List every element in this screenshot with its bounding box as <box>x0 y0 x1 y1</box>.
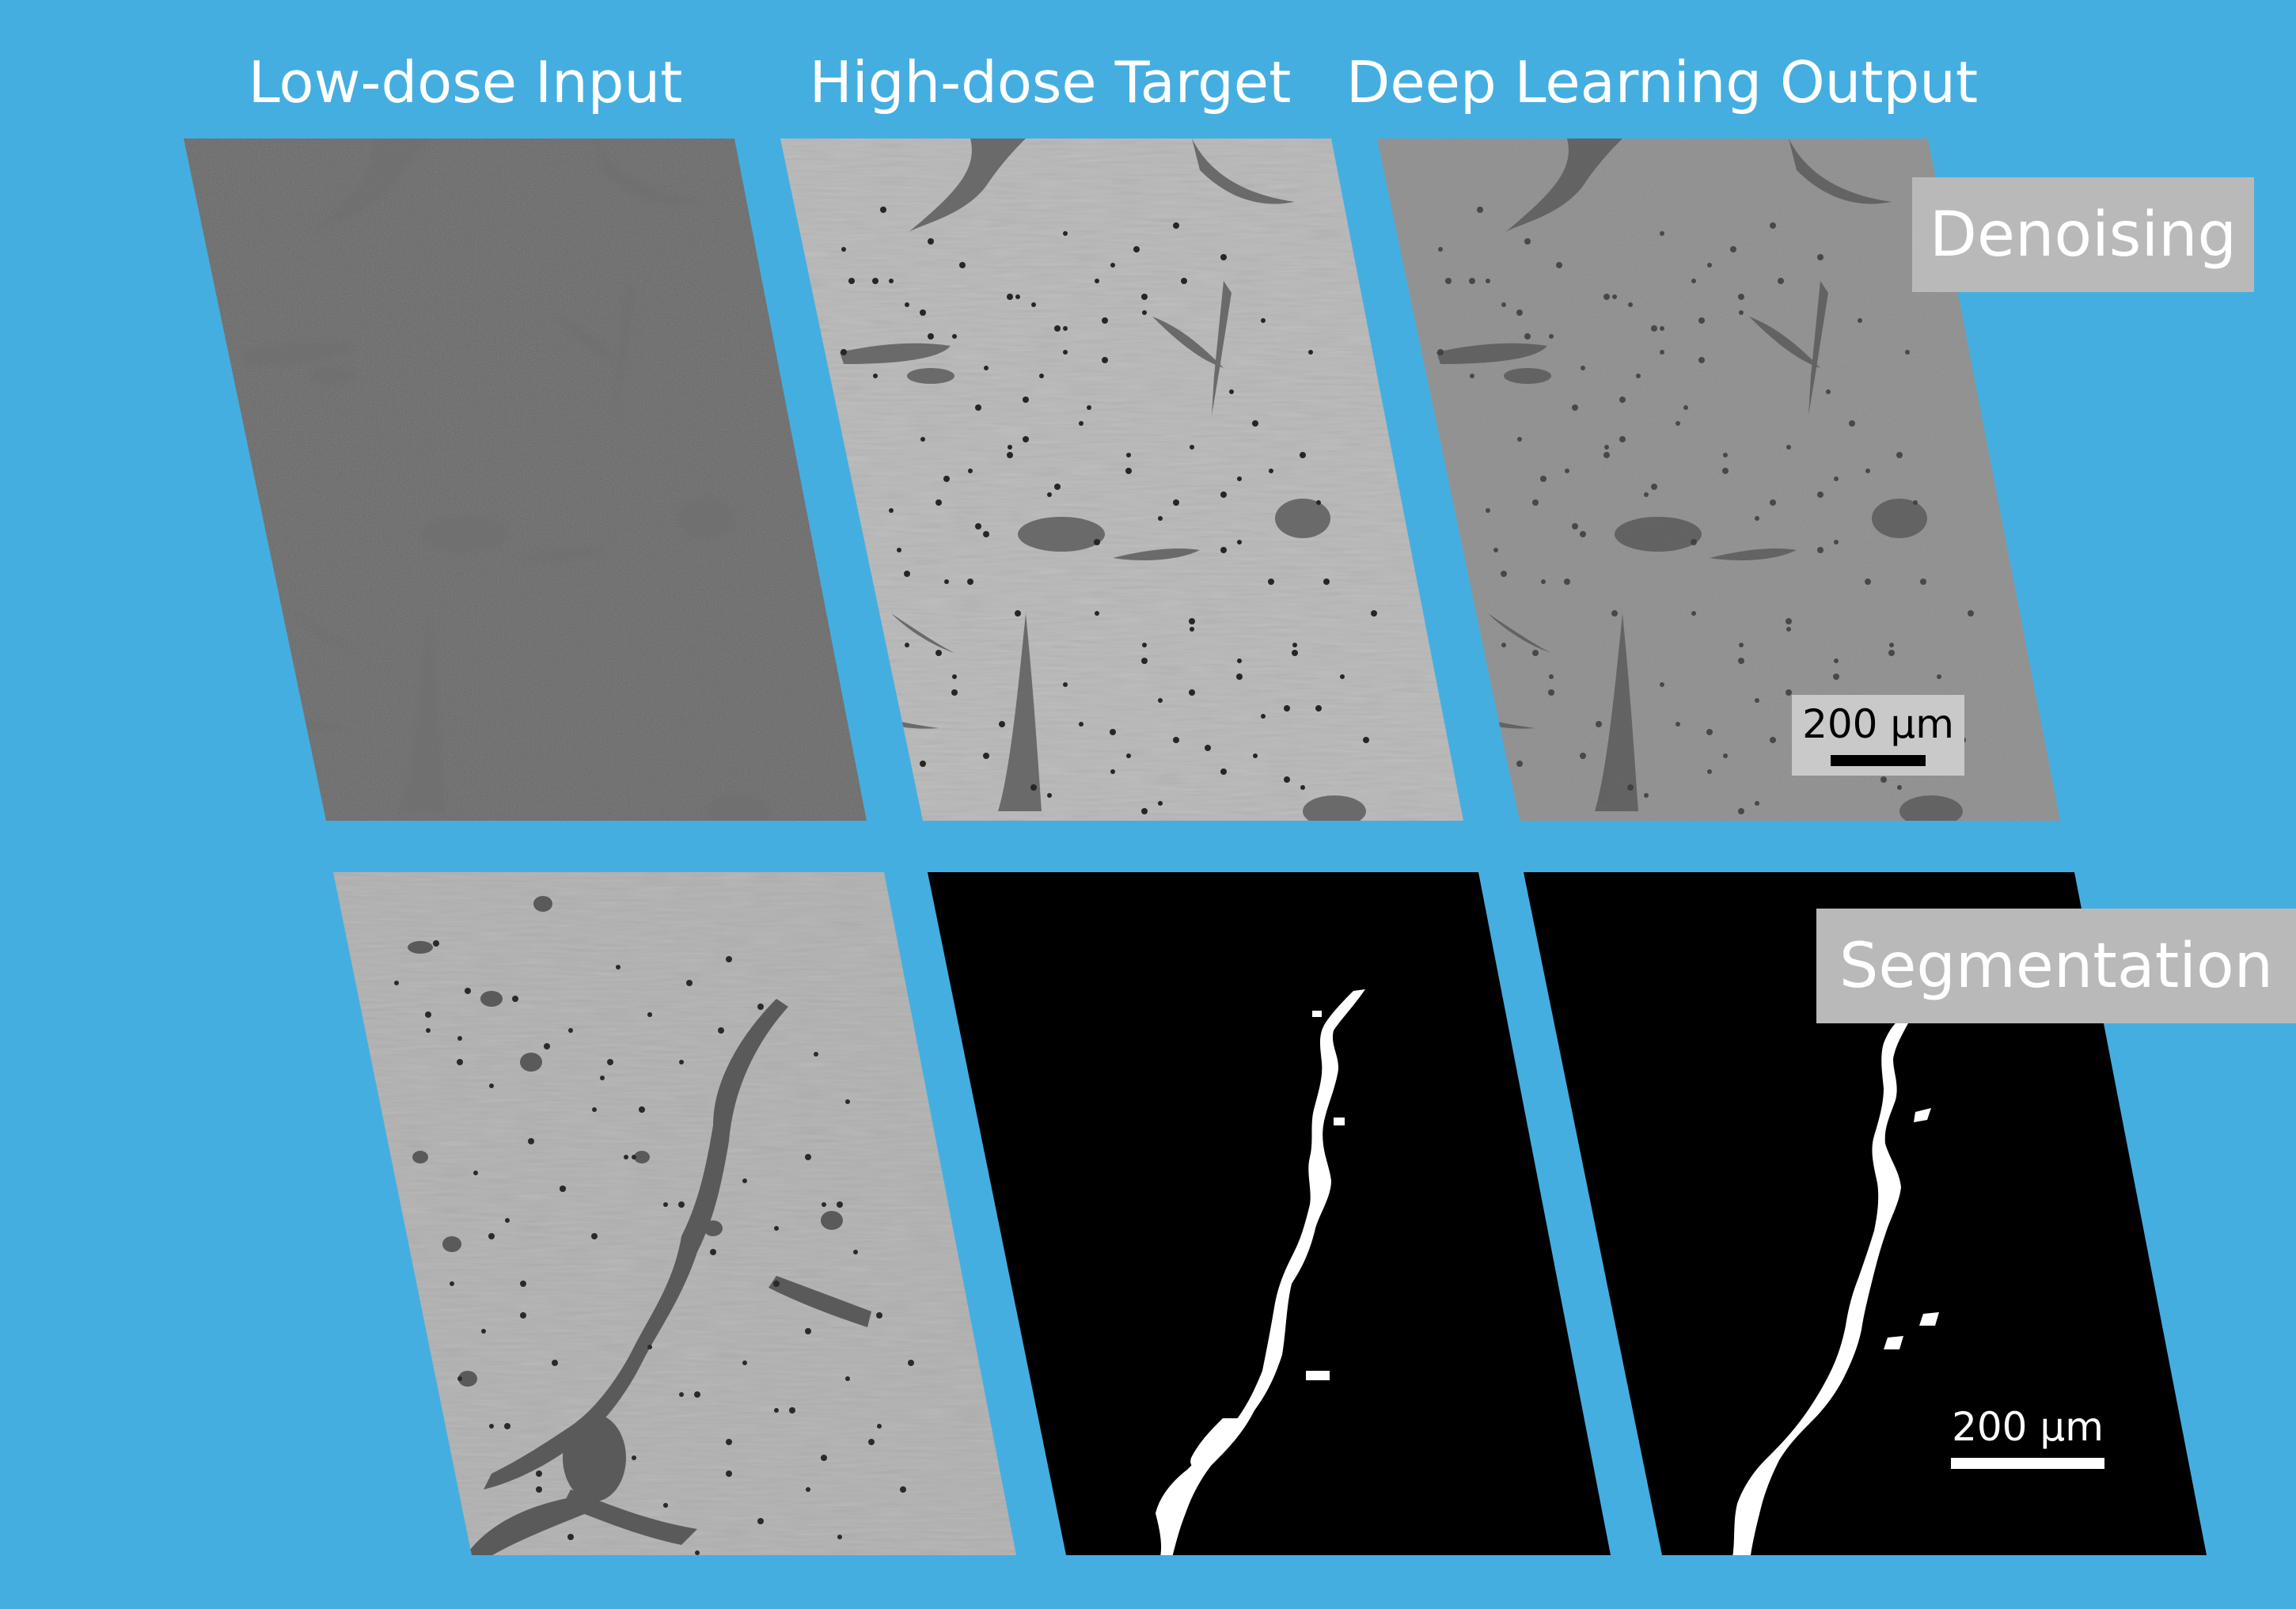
denoising-scale-bar-label: 200 µm <box>1802 701 1954 747</box>
segmentation-tag: Segmentation <box>1816 909 2296 1023</box>
segmentation-scale-bar-label: 200 µm <box>1952 1404 2104 1450</box>
denoising-tag: Denoising <box>1912 177 2254 292</box>
segmentation-target-mask-panel <box>928 872 1611 1555</box>
denoising-low-dose-panel <box>184 139 867 821</box>
denoising-scale-bar: 200 µm <box>1792 695 1964 776</box>
column-title-low-dose: Low-dose Input <box>248 49 683 116</box>
column-title-deep-learning: Deep Learning Output <box>1345 49 1979 116</box>
segmentation-scale-bar-line <box>1951 1458 2104 1469</box>
denoising-high-dose-panel <box>780 139 1463 821</box>
segmentation-scale-bar: 200 µm <box>1941 1407 2115 1469</box>
column-title-high-dose: High-dose Target <box>809 49 1292 116</box>
denoising-scale-bar-line <box>1831 755 1926 766</box>
